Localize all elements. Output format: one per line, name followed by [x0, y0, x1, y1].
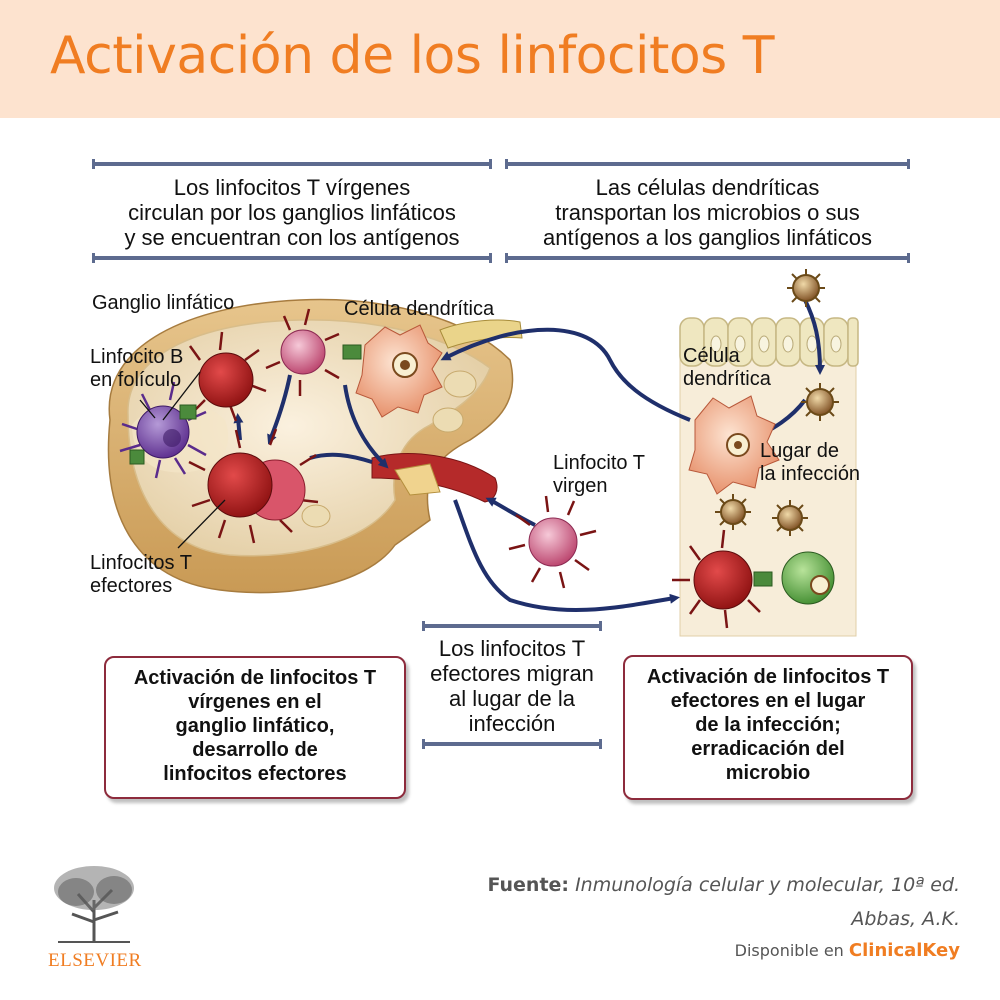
caption-left-line-1: Los linfocitos T vírgenes [173, 175, 411, 200]
box-left-line-4: desarrollo de [192, 739, 318, 761]
label-ganglio-linfatico: Ganglio linfático [92, 292, 235, 314]
box-right-line-4: erradicación del [691, 738, 845, 760]
helper-t-cell [188, 331, 267, 422]
caption-right-top-rule [505, 159, 910, 169]
label-linfocito-b-line-2: en folículo [90, 369, 182, 391]
label-virgen-line-2: virgen [553, 475, 608, 497]
caption-left-line-3: y se encuentran con los antígenos [124, 225, 460, 250]
label-linfocito-b-line-1: Linfocito B [90, 346, 184, 368]
label-dendritica-tejido-line-2: dendrítica [683, 368, 771, 390]
source-available-text: Disponible en [734, 941, 844, 960]
source-author: Abbas, A.K. [851, 908, 960, 930]
effector-t-cells [188, 428, 319, 544]
page-title: Activación de los linfocitos T [50, 26, 775, 86]
label-lugar-line-1: Lugar de [760, 440, 839, 462]
header-banner [0, 0, 1000, 118]
box-activacion-infeccion: Activación de linfocitos T efectores en … [623, 655, 913, 800]
box-right-line-1: Activación de linfocitos T [646, 666, 890, 688]
label-celula-dendritica-tejido: Célula dendrítica [683, 345, 771, 391]
caption-middle-line-2: efectores migran [430, 661, 594, 686]
label-lugar-line-2: la infección [760, 463, 861, 485]
dendritic-cell-node [265, 308, 340, 396]
source-line: Fuente: Inmunología celular y molecular,… [487, 874, 960, 896]
caption-right: Las células dendríticas transportan los … [500, 175, 915, 250]
source-book: Inmunología celular y molecular, 10ª ed. [575, 874, 960, 896]
elsevier-tree-logo [48, 862, 140, 944]
label-linfocito-t-virgen: Linfocito T virgen [553, 452, 645, 498]
label-efectores-line-2: efectores [90, 575, 173, 597]
caption-left: Los linfocitos T vírgenes circulan por l… [82, 175, 502, 250]
b-cell [119, 381, 207, 479]
box-right-line-2: efectores en el lugar [670, 690, 866, 712]
box-left-line-5: linfocitos efectores [163, 763, 347, 785]
caption-left-bottom-rule [92, 253, 492, 263]
source-label: Fuente: [487, 874, 570, 896]
box-right-line-5: microbio [725, 762, 811, 784]
label-linfocito-b: Linfocito B en folículo [90, 346, 183, 392]
clinicalkey-link[interactable]: ClinicalKey [848, 940, 960, 961]
label-efectores-line-1: Linfocitos T [90, 552, 192, 574]
label-virgen-line-1: Linfocito T [553, 452, 645, 474]
box-right-line-3: de la infección; [695, 714, 841, 736]
caption-middle-top-rule [422, 621, 602, 631]
caption-middle-line-3: al lugar de la [449, 686, 575, 711]
box-left-line-1: Activación de linfocitos T [133, 667, 377, 689]
caption-middle: Los linfocitos T efectores migran al lug… [412, 636, 612, 736]
microbes [715, 269, 839, 536]
caption-middle-line-1: Los linfocitos T [438, 636, 586, 661]
caption-right-line-3: antígenos a los ganglios linfáticos [543, 225, 872, 250]
caption-left-line-2: circulan por los ganglios linfáticos [128, 200, 456, 225]
label-lugar-infeccion: Lugar de la infección [760, 440, 860, 486]
caption-right-line-1: Las células dendríticas [595, 175, 820, 200]
box-left-line-2: vírgenes en el [188, 691, 322, 713]
caption-middle-bottom-rule [422, 739, 602, 749]
label-dendritica-tejido-line-1: Célula [683, 345, 740, 367]
label-celula-dendritica: Célula dendrítica [344, 298, 495, 320]
caption-right-line-2: transportan los microbios o sus [555, 200, 860, 225]
caption-middle-line-4: infección [468, 711, 556, 736]
box-left-line-3: ganglio linfático, [175, 715, 335, 737]
elsevier-wordmark: ELSEVIER [48, 950, 142, 971]
caption-right-bottom-rule [505, 253, 910, 263]
box-activacion-ganglio: Activación de linfocitos T vírgenes en e… [104, 656, 406, 799]
caption-left-top-rule [92, 159, 492, 169]
label-linfocitos-t-efectores: Linfocitos T efectores [90, 552, 192, 598]
source-available: Disponible en ClinicalKey [735, 940, 960, 961]
